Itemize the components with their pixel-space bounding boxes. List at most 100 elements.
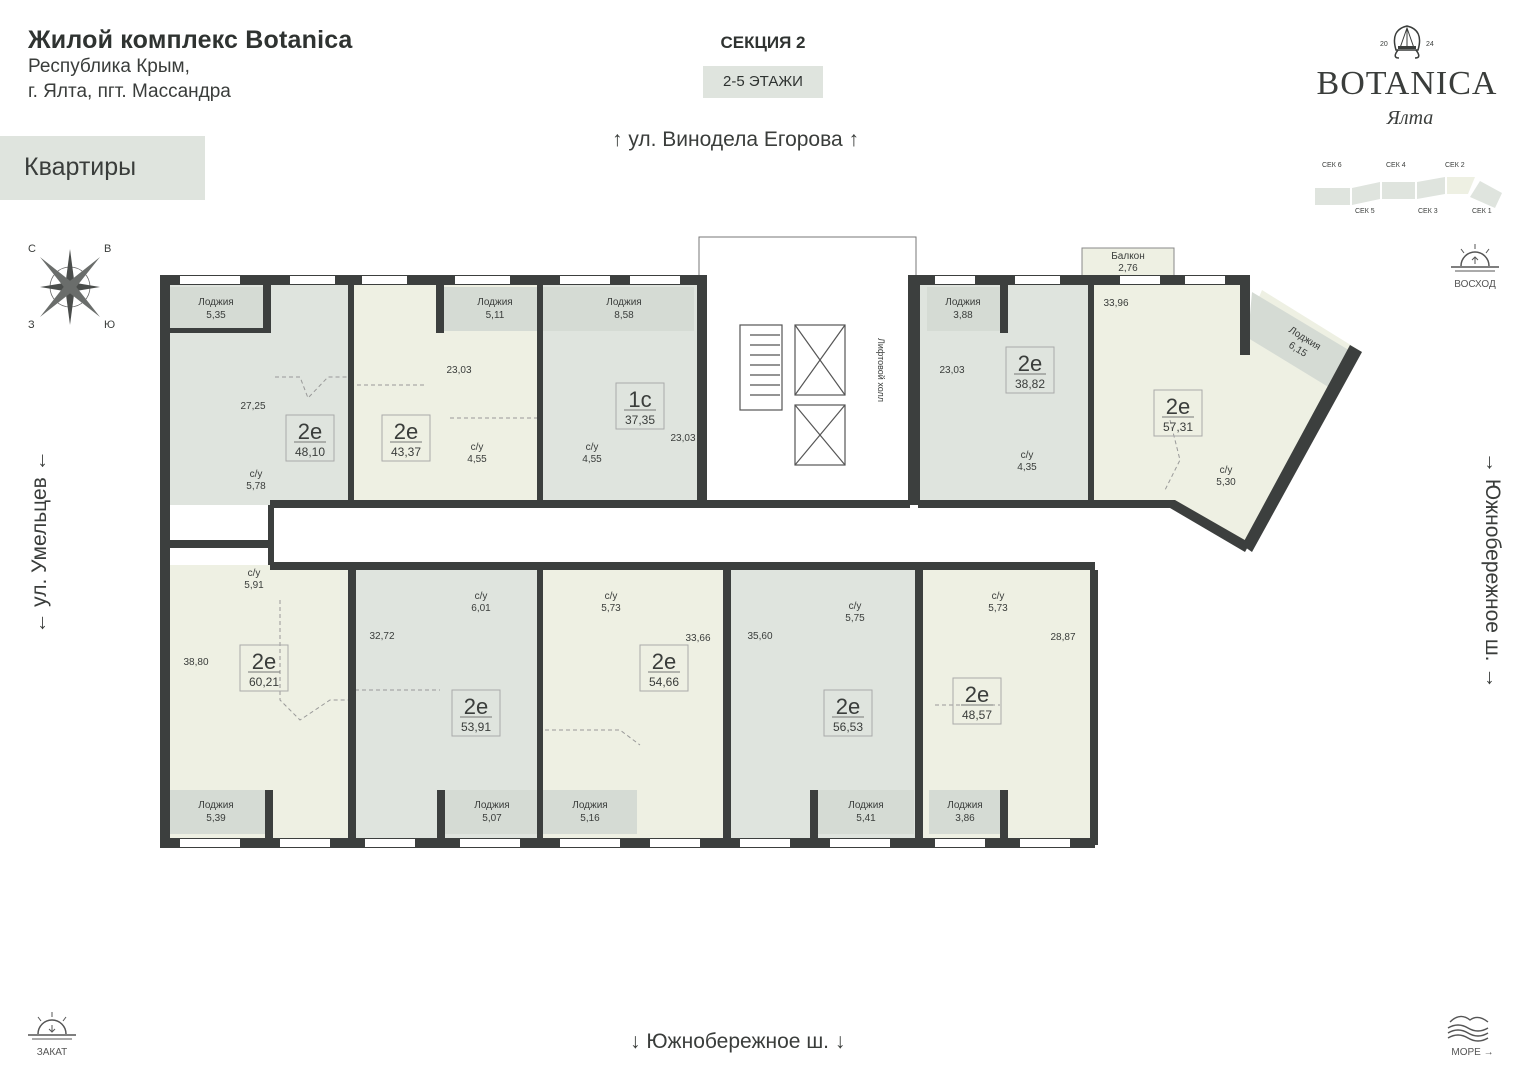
section-2 [1447, 177, 1475, 194]
unit-type: 2е [464, 694, 488, 719]
unit-badge[interactable] [451, 689, 501, 737]
windows [180, 276, 1225, 847]
svg-text:20: 20 [1380, 41, 1388, 48]
bathroom-label: с/у [1021, 450, 1034, 461]
apartments-tab[interactable]: Квартиры [0, 136, 205, 200]
stairs-and-lifts [739, 324, 846, 466]
compass-rose-icon: С В Ю З [28, 243, 115, 331]
svg-text:В: В [104, 243, 111, 255]
street-top: ↑ ул. Винодела Егорова ↑ [612, 128, 860, 151]
unit-type: 2е [252, 649, 276, 674]
unit-badge[interactable] [239, 644, 289, 692]
unit-badge[interactable] [952, 677, 1002, 725]
complex-title: Жилой комплекс Botanica [28, 26, 353, 54]
bathroom-area: 5,30 [1216, 477, 1236, 488]
lift-hall-label: Лифтовой холл [876, 338, 886, 402]
unit-area: 48,57 [962, 708, 992, 722]
unit-type: 2е [965, 682, 989, 707]
loggia-label: Лоджия [945, 297, 980, 308]
unit-type: 2е [394, 419, 418, 444]
unit-type: 2е [1018, 351, 1042, 376]
unit-type: 2е [1166, 394, 1190, 419]
bathroom-label: с/у [605, 591, 618, 602]
sunrise-marker: ВОСХОД [1445, 240, 1505, 290]
living-area: 33,96 [1103, 298, 1128, 309]
loggia-area: 3,86 [955, 813, 975, 824]
loggias [168, 287, 1352, 834]
section-1 [1470, 181, 1502, 208]
sunset-marker: ЗАКАТ [22, 1008, 82, 1058]
unit-area: 60,21 [249, 675, 279, 689]
svg-text:СЕК 6: СЕК 6 [1322, 162, 1342, 169]
loggia-label: Лоджия [848, 800, 883, 811]
sea-marker: МОРЕ → [1440, 1010, 1505, 1060]
zone-lines [275, 376, 1181, 746]
core [697, 278, 918, 505]
bathroom-area: 5,73 [988, 603, 1008, 614]
svg-text:СЕК 3: СЕК 3 [1418, 208, 1438, 215]
balcony-label: Балкон [1111, 251, 1145, 262]
unit-badge[interactable] [615, 382, 665, 430]
svg-text:BOTANICA: BOTANICA [1317, 65, 1498, 102]
unit-area: 54,66 [649, 675, 679, 689]
bathroom-area: 5,75 [845, 613, 865, 624]
walls [160, 275, 1362, 848]
bathroom-label: с/у [248, 568, 261, 579]
svg-text:СЕК 4: СЕК 4 [1386, 162, 1406, 169]
section-title: СЕКЦИЯ 2 [720, 33, 806, 52]
address-line-1: Республика Крым, [28, 56, 190, 77]
living-area: 33,66 [685, 633, 710, 644]
waves-icon [1447, 1015, 1489, 1042]
bathroom-label: с/у [992, 591, 1005, 602]
sunset-label: ЗАКАТ [36, 1047, 68, 1058]
sunrise-label: ВОСХОД [1454, 279, 1496, 290]
living-area: 23,03 [446, 365, 471, 376]
apartments-tab-label: Квартиры [24, 153, 137, 181]
balcony-unit-5 [1081, 247, 1175, 279]
section-3 [1417, 177, 1445, 199]
living-area: 38,80 [183, 657, 208, 668]
section-map: СЕК 6 СЕК 4 СЕК 2 СЕК 5 СЕК 3 СЕК 1 [1310, 155, 1510, 215]
street-bottom: ↓ Южнобережное ш. ↓ [630, 1030, 846, 1053]
unit-area: 57,31 [1163, 420, 1193, 434]
loggia-area: 5,16 [580, 813, 600, 824]
svg-text:СЕК 1: СЕК 1 [1472, 208, 1492, 215]
unit-badge[interactable] [639, 644, 689, 692]
svg-text:Ялта: Ялта [1386, 107, 1434, 129]
svg-text:Ю: Ю [104, 319, 115, 331]
bathroom-area: 5,78 [246, 481, 266, 492]
svg-text:24: 24 [1426, 41, 1434, 48]
section-5 [1352, 182, 1380, 205]
unit-type: 2е [652, 649, 676, 674]
bathroom-label: с/у [849, 601, 862, 612]
balcony-top-core [698, 236, 917, 286]
loggia-area: 5,11 [486, 310, 505, 321]
svg-text:С: С [28, 243, 36, 255]
bathroom-area: 4,55 [582, 454, 602, 465]
sea-label: МОРЕ → [1451, 1047, 1494, 1058]
unit-area: 53,91 [461, 720, 491, 734]
unit-type: 2е [836, 694, 860, 719]
loggia-label: Лоджия [477, 297, 512, 308]
living-area: 23,03 [939, 365, 964, 376]
section-6 [1315, 188, 1350, 205]
sunset-icon [28, 1012, 76, 1040]
unit-badge[interactable] [1005, 346, 1055, 394]
corridor [270, 505, 918, 565]
loggia-label: Лоджия [606, 297, 641, 308]
unit-type: 1с [628, 387, 651, 412]
street-top-label: ул. Винодела Егорова [628, 128, 843, 151]
bathroom-area: 5,91 [244, 580, 264, 591]
living-area: 32,72 [369, 631, 394, 642]
unit-badge[interactable] [1153, 389, 1203, 437]
floors-badge[interactable]: 2-5 ЭТАЖИ [703, 66, 823, 98]
loggia-label: Лоджия [198, 297, 233, 308]
bathroom-label: с/у [475, 591, 488, 602]
balcony-area: 2,76 [1118, 263, 1138, 274]
unit-badge[interactable] [381, 414, 431, 462]
unit-badge[interactable] [823, 689, 873, 737]
unit-badge[interactable] [285, 414, 335, 462]
unit-area: 37,35 [625, 413, 655, 427]
loggia-label: Лоджия [474, 800, 509, 811]
